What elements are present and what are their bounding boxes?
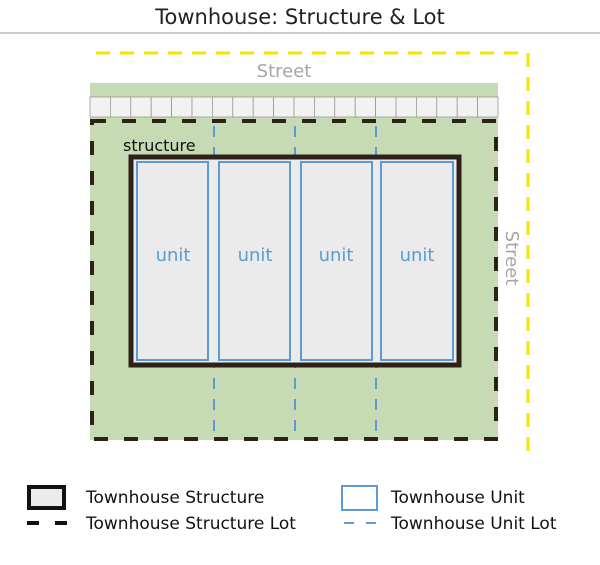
street-label-top: Street <box>257 61 312 82</box>
structure-label: structure <box>123 136 196 155</box>
sidewalk-tile <box>293 96 315 118</box>
sidewalk-tile <box>191 96 213 118</box>
sidewalk-tile <box>375 96 397 118</box>
townhouse-unit <box>380 161 454 361</box>
sidewalk-tile <box>477 96 499 118</box>
unit-label: unit <box>400 245 435 266</box>
sidewalk-tile <box>354 96 377 118</box>
sidewalk-tile <box>211 96 234 118</box>
street-label-right: Street <box>501 231 522 286</box>
legend-unit-label: Townhouse Unit <box>390 488 525 508</box>
legend-structure-swatch <box>27 485 66 510</box>
legend: Townhouse Structure Townhouse Structure … <box>27 485 557 534</box>
sidewalk-tile <box>232 96 254 118</box>
sidewalk-tile <box>415 96 438 118</box>
street-edge-line <box>96 51 530 452</box>
legend-structure-label: Townhouse Structure <box>85 488 264 508</box>
sidewalk-tile <box>456 96 479 118</box>
sidewalk-tile <box>334 96 356 118</box>
sidewalk-tile <box>395 96 417 118</box>
legend-unit-lot-label: Townhouse Unit Lot <box>390 514 557 534</box>
sidewalk-tile <box>89 96 111 118</box>
legend-structure-lot-label: Townhouse Structure Lot <box>85 514 296 534</box>
sidewalk-tile <box>130 96 152 118</box>
unit-label: unit <box>238 245 273 266</box>
townhouse-unit <box>300 161 373 361</box>
sidewalk-tile <box>436 96 458 118</box>
diagram-title: Townhouse: Structure & Lot <box>154 5 445 29</box>
sidewalk-tile <box>313 96 336 118</box>
townhouse-unit <box>218 161 291 361</box>
sidewalk-tile <box>171 96 193 118</box>
townhouse-units: unit unit unit unit <box>136 161 454 361</box>
townhouse-unit <box>136 161 209 361</box>
legend-unit-swatch <box>341 485 378 511</box>
sidewalk-tile <box>273 96 295 118</box>
unit-label: unit <box>156 245 191 266</box>
sidewalk-tile <box>150 96 172 118</box>
sidewalk-tile <box>252 96 274 118</box>
unit-label: unit <box>319 245 354 266</box>
sidewalk-tile <box>110 96 132 118</box>
sidewalk <box>89 96 499 118</box>
